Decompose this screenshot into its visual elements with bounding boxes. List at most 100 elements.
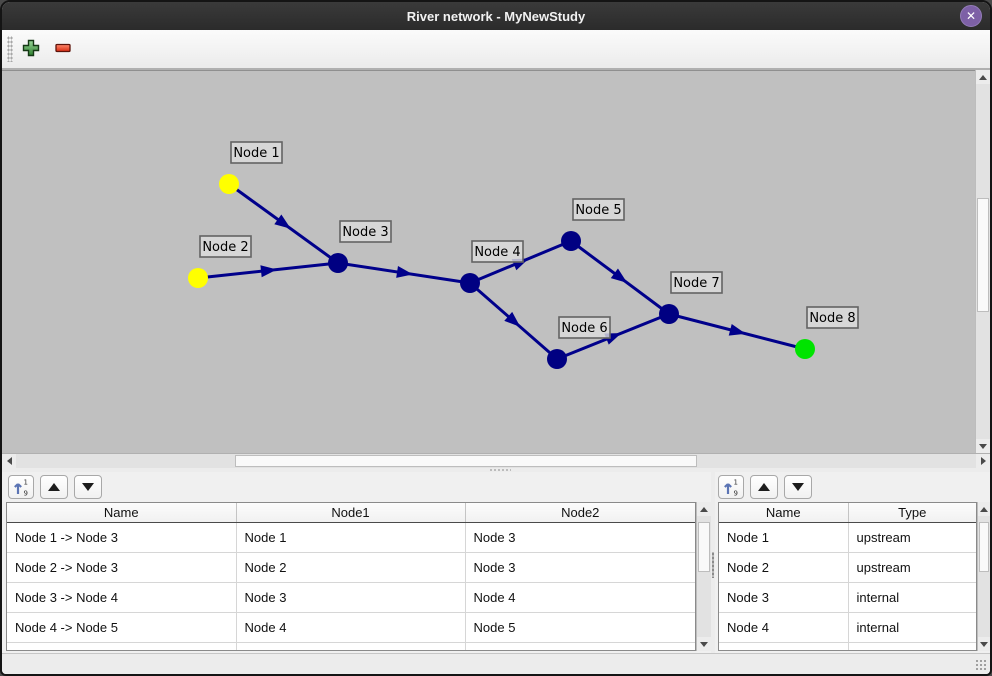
scrollbar-thumb[interactable] — [235, 455, 697, 467]
close-icon: ✕ — [965, 9, 977, 23]
table-cell[interactable]: Node 3 — [465, 552, 695, 583]
scroll-left-button[interactable] — [2, 454, 16, 468]
node-label-box — [471, 240, 524, 263]
node-label-box — [230, 141, 283, 164]
table-cell[interactable]: Node 3 — [236, 582, 466, 613]
status-bar — [2, 653, 990, 674]
nodes-table-scrollbar[interactable] — [977, 502, 990, 651]
table-cell[interactable] — [465, 642, 695, 650]
sort-nodes-button[interactable]: 1 9 — [718, 475, 744, 499]
river-node[interactable] — [188, 268, 208, 288]
move-branch-down-button[interactable] — [74, 475, 102, 499]
column-header[interactable]: Node1 — [236, 503, 466, 523]
branches-table-scrollbar[interactable] — [696, 502, 711, 651]
scrollbar-thumb[interactable] — [698, 522, 710, 572]
column-header[interactable]: Name — [719, 503, 849, 523]
svg-text:9: 9 — [24, 490, 28, 498]
resize-grip-icon[interactable] — [975, 659, 987, 671]
splitter-handle-icon — [489, 469, 511, 471]
toolbar-drag-handle[interactable] — [7, 36, 13, 62]
node-label: Node 2 — [202, 240, 248, 255]
table-cell[interactable]: upstream — [848, 552, 976, 583]
table-cell[interactable] — [848, 642, 976, 650]
scroll-up-button[interactable] — [976, 70, 990, 84]
scroll-down-button[interactable] — [697, 637, 711, 651]
table-cell[interactable]: Node 2 -> Node 3 — [7, 552, 237, 583]
column-header[interactable]: Name — [7, 503, 237, 523]
table-cell[interactable]: Node 3 — [719, 582, 849, 613]
table-cell[interactable]: Node 5 — [465, 612, 695, 643]
table-cell[interactable]: internal — [848, 582, 976, 613]
table-cell[interactable] — [236, 642, 466, 650]
up-arrow-icon — [979, 74, 987, 80]
scrollbar-thumb[interactable] — [979, 522, 989, 572]
table-cell[interactable]: Node 3 -> Node 4 — [7, 582, 237, 613]
river-node[interactable] — [460, 273, 480, 293]
table-cell[interactable]: Node 2 — [719, 552, 849, 583]
scroll-down-button[interactable] — [976, 439, 990, 453]
close-button[interactable]: ✕ — [960, 5, 982, 27]
horizontal-splitter[interactable] — [2, 468, 990, 472]
sort-branches-button[interactable]: 1 9 — [8, 475, 34, 499]
graph-vertical-scrollbar[interactable] — [975, 70, 990, 453]
flow-direction-arrow-icon — [728, 323, 746, 336]
river-node[interactable] — [219, 174, 239, 194]
up-arrow-icon — [980, 506, 988, 512]
scrollbar-thumb[interactable] — [977, 198, 989, 312]
table-cell[interactable]: Node 2 — [236, 552, 466, 583]
table-cell[interactable]: Node 4 — [465, 582, 695, 613]
river-node[interactable] — [561, 231, 581, 251]
add-branch-button[interactable] — [22, 39, 40, 62]
river-node[interactable] — [547, 349, 567, 369]
sort-ascending-icon: 1 9 — [14, 479, 28, 498]
scroll-up-button[interactable] — [978, 502, 990, 516]
move-up-icon — [758, 483, 770, 491]
vertical-splitter[interactable] — [711, 472, 715, 653]
table-cell[interactable]: Node 4 — [236, 612, 466, 643]
node-label: Node 3 — [342, 225, 388, 240]
river-node[interactable] — [795, 339, 815, 359]
scroll-up-button[interactable] — [697, 502, 711, 516]
river-node[interactable] — [328, 253, 348, 273]
scroll-right-button[interactable] — [976, 454, 990, 468]
flow-direction-arrow-icon — [260, 265, 277, 278]
flow-direction-arrow-icon — [396, 266, 413, 278]
title-bar[interactable]: River network - MyNewStudy ✕ — [2, 2, 990, 30]
table-row[interactable] — [719, 642, 976, 650]
table-cell[interactable]: Node 4 — [719, 612, 849, 643]
scroll-down-button[interactable] — [978, 637, 990, 651]
table-cell[interactable]: Node 1 — [719, 522, 849, 553]
node-label-box — [670, 271, 723, 294]
river-node[interactable] — [659, 304, 679, 324]
table-cell[interactable]: internal — [848, 612, 976, 643]
remove-branch-button[interactable] — [54, 39, 72, 62]
table-row[interactable] — [7, 642, 695, 650]
table-cell[interactable]: Node 1 — [236, 522, 466, 553]
column-header[interactable]: Node2 — [465, 503, 695, 523]
graph-horizontal-scrollbar[interactable] — [2, 453, 990, 468]
table-cell[interactable] — [7, 642, 237, 650]
table-cell[interactable]: upstream — [848, 522, 976, 553]
table-cell[interactable]: Node 1 -> Node 3 — [7, 522, 237, 553]
table-cell[interactable]: Node 4 -> Node 5 — [7, 612, 237, 643]
table-cell[interactable]: Node 3 — [465, 522, 695, 553]
column-header[interactable]: Type — [848, 503, 976, 523]
move-node-down-button[interactable] — [784, 475, 812, 499]
table-cell[interactable] — [719, 642, 849, 650]
svg-text:9: 9 — [734, 490, 738, 498]
move-node-up-button[interactable] — [750, 475, 778, 499]
move-branch-up-button[interactable] — [40, 475, 68, 499]
node-label: Node 4 — [474, 245, 520, 260]
